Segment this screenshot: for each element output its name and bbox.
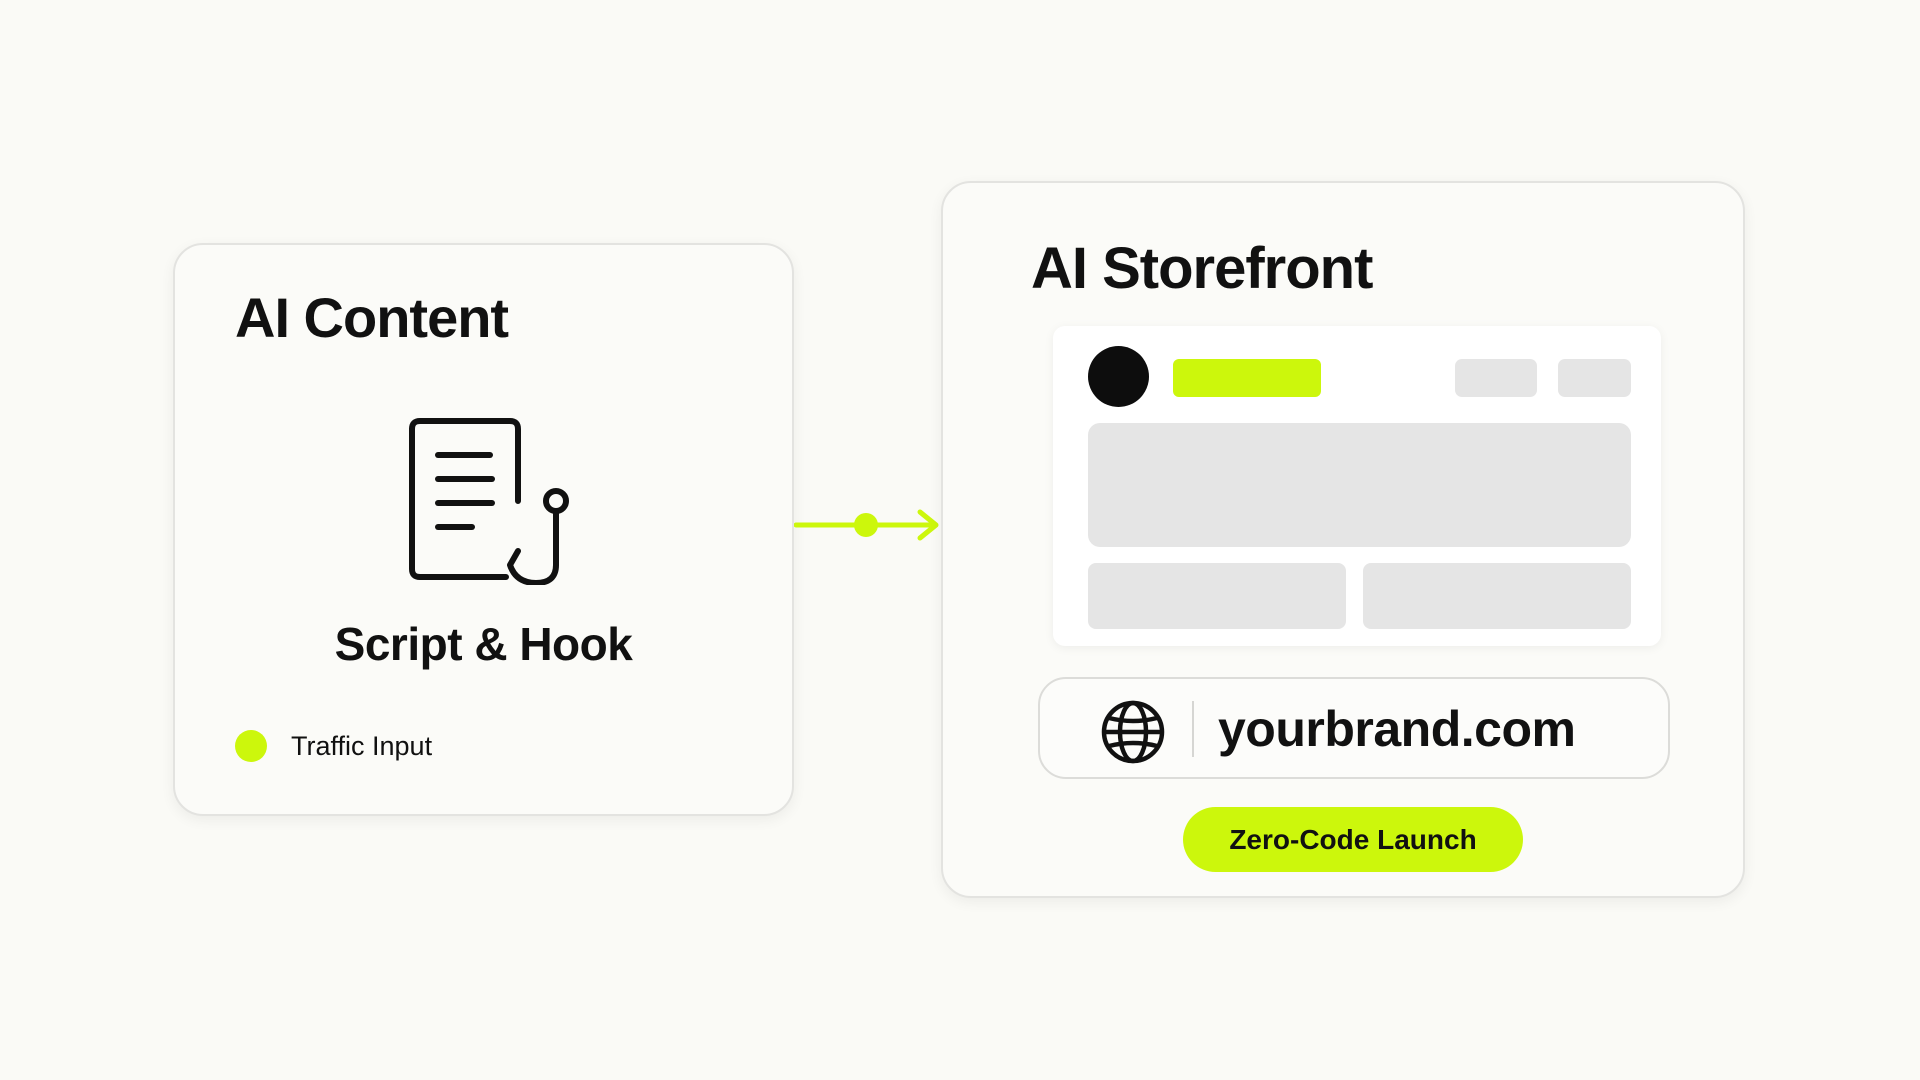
storefront-mockup [1053,326,1661,646]
globe-icon [1101,700,1165,764]
mockup-brand-bar [1173,359,1321,397]
document-with-hook-icon [409,418,569,585]
mockup-hero-block [1088,423,1631,547]
traffic-input-label: Traffic Input [291,730,433,761]
mockup-tile [1088,563,1346,629]
traffic-dot [235,730,267,762]
traffic-legend: Traffic Input [235,730,432,762]
mockup-nav-item [1558,359,1631,397]
ai-storefront-card: AI Storefront yourbrand.com Zero-Code La… [941,181,1745,898]
mockup-nav-item [1455,359,1537,397]
url-bar: yourbrand.com [1038,677,1670,779]
arrow-right-icon [794,509,939,541]
zero-code-launch-button[interactable]: Zero-Code Launch [1183,807,1523,872]
ai-content-title: AI Content [235,286,509,349]
ai-storefront-title: AI Storefront [1031,236,1373,301]
url-text: yourbrand.com [1218,701,1576,757]
script-hook-label: Script & Hook [334,618,633,670]
mockup-logo [1088,346,1149,407]
mockup-tile [1363,563,1631,629]
url-divider [1192,701,1194,757]
ai-content-card: AI Content Script & Hook Traffic Input [173,243,794,816]
